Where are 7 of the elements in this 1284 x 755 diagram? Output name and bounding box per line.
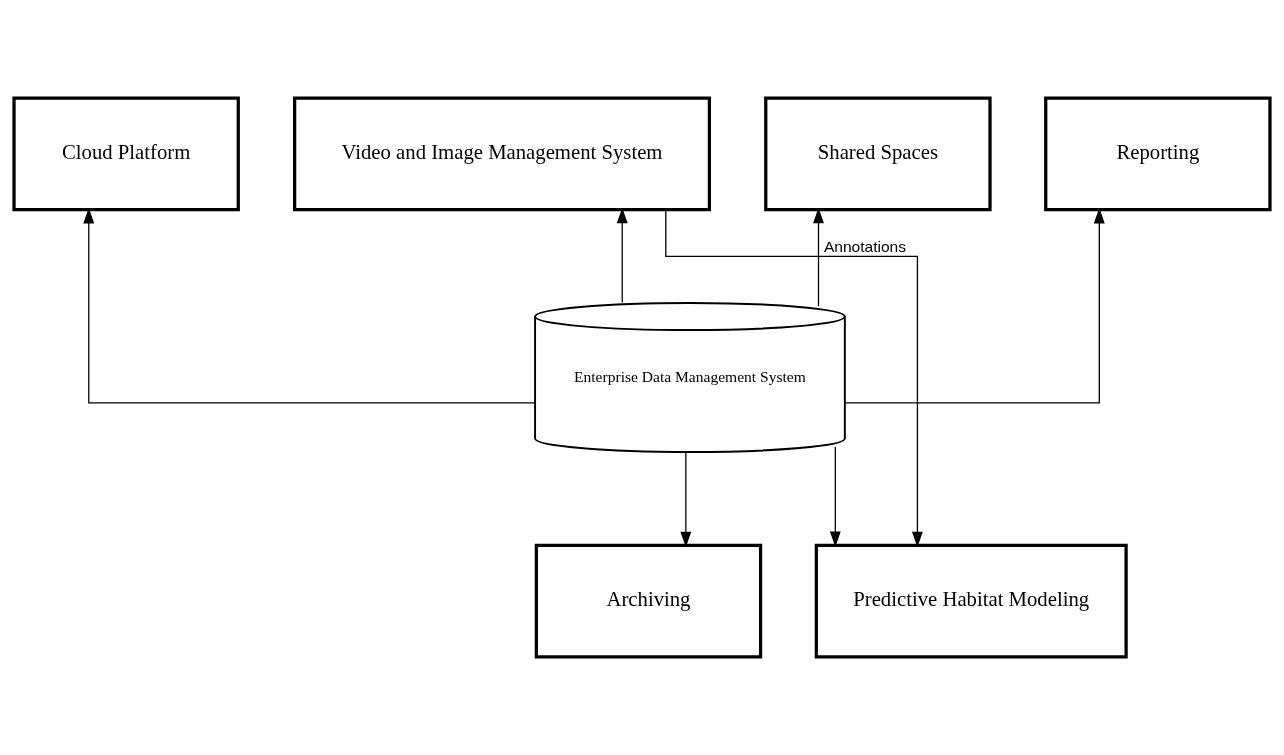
node-box: Predictive Habitat Modeling: [814, 543, 1128, 659]
node-box: Reporting: [1044, 96, 1272, 212]
node-box: Shared Spaces: [764, 96, 992, 212]
node-box: Cloud Platform: [12, 96, 240, 212]
node-box: Archiving: [534, 543, 763, 659]
edge-label: Annotations: [823, 237, 907, 255]
node-box: Video and Image Management System: [293, 96, 711, 212]
